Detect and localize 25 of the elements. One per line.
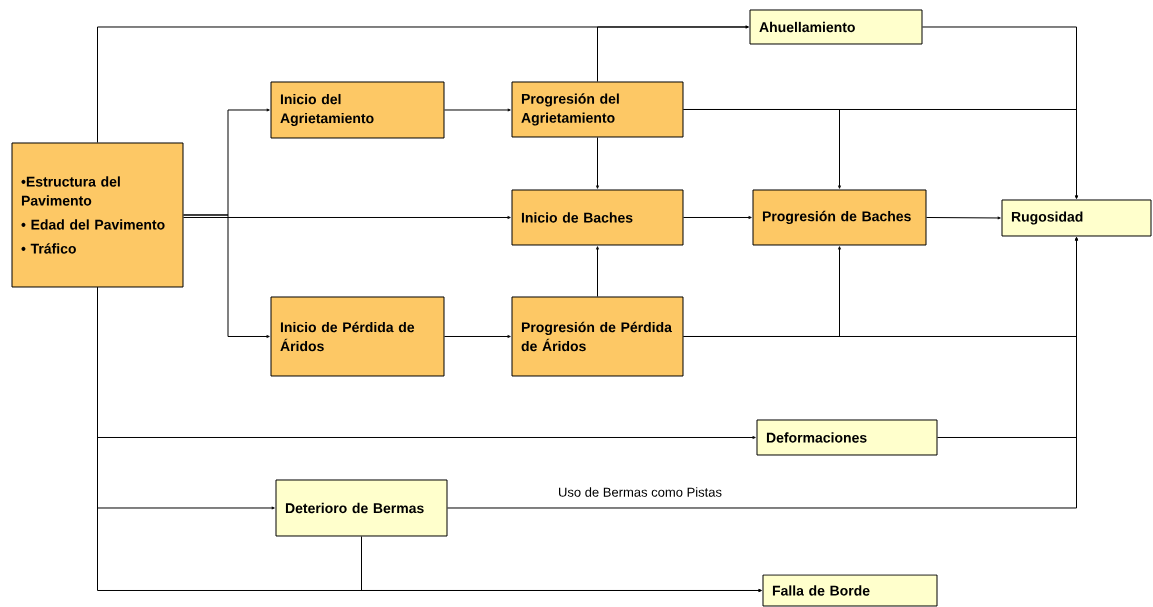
arrow — [597, 25, 749, 82]
arrow — [444, 335, 511, 338]
process-box: Progresión del Agrietamiento — [511, 81, 684, 138]
edge-label: Uso de Bermas como Pistas — [557, 486, 723, 498]
process-box: Inicio de Baches — [511, 189, 684, 246]
outcome-box: Ahuellamiento — [749, 9, 923, 45]
arrow — [596, 246, 599, 297]
arrow — [683, 216, 752, 219]
process-box: Progresión de Pérdida de Áridos — [511, 296, 684, 377]
process-box: Inicio del Agrietamiento — [270, 81, 445, 139]
arrow — [444, 108, 511, 112]
outcome-box: Rugosidad — [1001, 199, 1152, 237]
arrow — [922, 26, 1078, 199]
process-box: •Estructura del Pavimento • Edad del Pavimento • Tráfico — [11, 142, 184, 288]
process-box: Progresión de Baches — [752, 189, 927, 246]
arrow — [596, 137, 599, 189]
arrow — [183, 216, 511, 219]
arrow — [926, 216, 1001, 220]
outcome-box: Deterioro de Bermas — [275, 479, 448, 537]
arrow — [183, 214, 270, 338]
process-box: Inicio de Pérdida de Áridos — [270, 296, 445, 377]
outcome-box: Falla de Borde — [762, 574, 938, 607]
arrow — [447, 237, 1078, 509]
arrow — [361, 536, 762, 592]
outcome-box: Deformaciones — [756, 419, 938, 456]
